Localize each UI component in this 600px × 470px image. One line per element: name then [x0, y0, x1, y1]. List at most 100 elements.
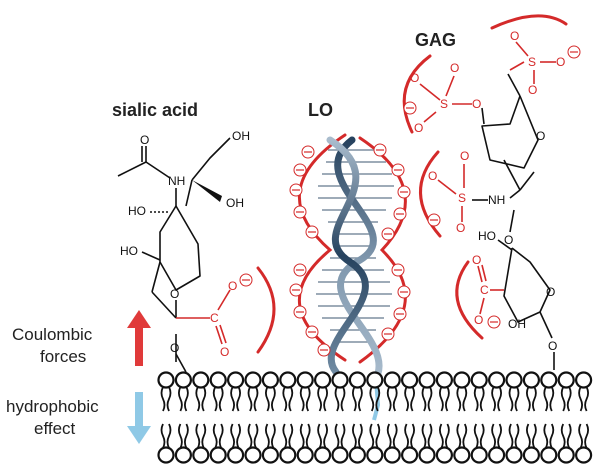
- ho-atom-1: HO: [128, 204, 146, 218]
- lipid-tail: [526, 386, 531, 412]
- gag-top-o2: O: [556, 55, 565, 69]
- coulombic-label-line1: Coulombic: [12, 325, 93, 344]
- gag-ring1-o: O: [536, 129, 545, 143]
- gag-s2-bond1: [437, 179, 457, 195]
- lipid-tail: [352, 423, 357, 449]
- lipid-head: [348, 446, 366, 464]
- carboxyl-o-bond: [217, 289, 231, 311]
- gag-nh-ring-bond: [509, 189, 521, 199]
- lipid-tail: [218, 423, 224, 449]
- oh-atom-top: OH: [232, 129, 250, 143]
- lipid-tail: [532, 423, 537, 449]
- lipid-tail: [375, 423, 381, 449]
- lipid-head: [366, 371, 384, 389]
- ho-bond-2: [141, 251, 161, 261]
- lipid-head: [261, 371, 279, 389]
- dna-strand-1: [334, 136, 383, 384]
- lipid-head: [244, 446, 262, 464]
- lipid-head: [192, 371, 210, 389]
- lipid-tail: [340, 423, 346, 449]
- sialic-anchor-bond-2: [175, 353, 187, 373]
- lipid-head: [574, 371, 593, 389]
- lipid-tail: [566, 386, 572, 412]
- lipid-tail: [166, 423, 172, 449]
- lipid-tail: [299, 423, 305, 449]
- lipid-tail: [410, 386, 415, 412]
- gag-nh: NH: [488, 193, 505, 207]
- lipid-tail: [369, 386, 375, 412]
- negative-charge-icon: [317, 343, 331, 357]
- lipid-tail: [404, 386, 409, 412]
- lipid-tail: [584, 423, 589, 449]
- lipid-head: [522, 371, 541, 389]
- lipid-tail: [184, 423, 189, 449]
- lipid-head: [227, 371, 245, 389]
- lipid-tail: [532, 386, 537, 412]
- lipid-tail: [543, 386, 549, 412]
- lipid-head: [331, 371, 349, 389]
- lipid-head: [418, 446, 436, 464]
- gag-s1-s: S: [440, 97, 448, 111]
- lipid-tail: [514, 386, 520, 412]
- lipid-tail: [160, 386, 166, 412]
- lipid-head: [453, 371, 471, 389]
- lipid-tail: [230, 423, 235, 449]
- lipid-tail: [566, 423, 572, 449]
- negative-charge-icon: [393, 207, 407, 221]
- gag-structure: O S O O O O O S O O O O S O NH: [402, 14, 581, 370]
- lipid-tail: [375, 386, 381, 412]
- carbonyl-red-2: [219, 324, 227, 344]
- gag-ring-2: [503, 247, 551, 323]
- lipid-head: [348, 371, 366, 389]
- lipid-tail: [212, 423, 218, 449]
- lipid-tail: [491, 423, 496, 449]
- lipid-tail: [410, 423, 415, 449]
- lipid-tail: [201, 386, 207, 412]
- lipid-tail: [497, 423, 502, 449]
- lipid-head: [488, 446, 506, 464]
- wedge-bond: [192, 180, 222, 202]
- lipid-tail: [358, 423, 363, 449]
- lipid-tail: [456, 386, 462, 412]
- lo-structure: [289, 133, 411, 421]
- ring-c-bond: [151, 291, 177, 319]
- lipid-tail: [369, 423, 375, 449]
- lipid-head: [383, 371, 401, 389]
- lipid-tail: [549, 386, 555, 412]
- negative-charge-icon: [391, 263, 405, 277]
- lipid-tail: [439, 386, 444, 412]
- lipid-head: [505, 371, 523, 389]
- sialic-acid-title: sialic acid: [112, 100, 198, 120]
- sialic-charge-arc: [256, 266, 276, 354]
- lipid-head: [574, 446, 593, 464]
- lipid-head: [157, 446, 175, 464]
- gag-s1-bond2: [445, 75, 455, 97]
- gag-coo-bond-2: [477, 265, 483, 283]
- negative-charge-icon: [373, 143, 387, 157]
- lipid-head: [366, 446, 384, 464]
- lipid-tail: [578, 423, 583, 449]
- lipid-tail: [491, 386, 496, 412]
- ring-down-bond: [151, 261, 161, 293]
- lipid-head: [435, 371, 453, 389]
- lipid-tail: [212, 386, 218, 412]
- negative-charge-icon: [393, 307, 407, 321]
- pyranose-ring: [159, 205, 201, 291]
- red-up-arrow-icon: [127, 310, 151, 366]
- lipid-tail: [178, 386, 183, 412]
- lipid-head: [314, 446, 332, 464]
- lipid-tail: [462, 423, 468, 449]
- lipid-head: [540, 371, 558, 389]
- lipid-tail: [288, 386, 294, 412]
- gag-arc-upper-left: [402, 54, 432, 134]
- lipid-tail: [323, 386, 328, 412]
- lipid-tail: [218, 386, 224, 412]
- carboxyl-o-atom-2: O: [220, 345, 229, 359]
- lipid-head: [383, 446, 401, 464]
- gag-top-o1: O: [510, 29, 519, 43]
- lipid-tail: [473, 386, 479, 412]
- gag-coo-bond-3: [481, 264, 487, 282]
- gag-coo-c: C: [480, 283, 489, 297]
- lipid-head: [192, 446, 210, 464]
